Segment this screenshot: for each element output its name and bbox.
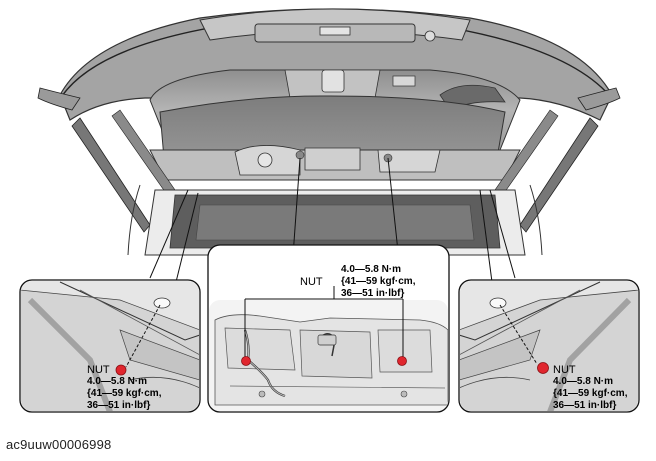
left-torque-nm: 4.0—5.8 N·m [87, 376, 148, 387]
left-torque-inlbf: 36—51 in·lbf} [87, 400, 151, 411]
left-torque-kgfcm: {41—59 kgf·cm, [87, 388, 162, 399]
center-torque-inlbf: 36—51 in·lbf} [341, 288, 405, 299]
right-torque-nm: 4.0—5.8 N·m [553, 376, 614, 387]
right-detail-callout [458, 279, 640, 413]
center-nut-label: NUT [300, 276, 323, 288]
left-nut-marker [115, 364, 127, 376]
right-nut-label: NUT [553, 364, 576, 376]
right-nut-marker [537, 362, 549, 374]
center-detail-callout [207, 244, 450, 413]
right-torque-kgfcm: {41—59 kgf·cm, [553, 388, 628, 399]
right-torque-inlbf: 36—51 in·lbf} [553, 400, 617, 411]
left-nut-label: NUT [87, 364, 110, 376]
center-torque-nm: 4.0—5.8 N·m [341, 264, 402, 275]
left-detail-callout [19, 279, 201, 413]
liftgate-main-view [37, 8, 621, 256]
center-torque-kgfcm: {41—59 kgf·cm, [341, 276, 416, 287]
center-nut-marker-left [241, 356, 251, 366]
figure-id: ac9uuw00006998 [6, 437, 112, 452]
center-nut-marker-right [397, 356, 407, 366]
